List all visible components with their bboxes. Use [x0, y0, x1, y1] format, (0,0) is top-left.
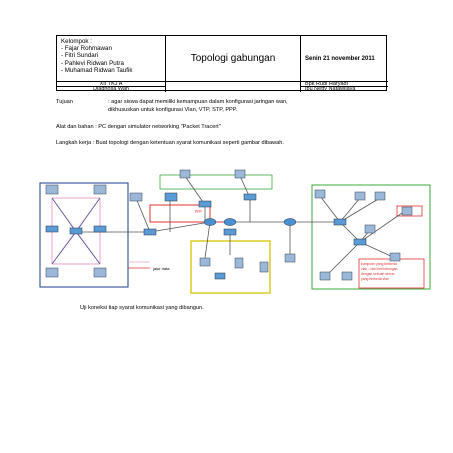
langkah-kerja: Langkah kerja : Buat topologi dengan ket…	[56, 140, 284, 146]
green-vlan-box	[159, 174, 273, 190]
diagnosis-cell: Diagnosa Wan	[57, 86, 166, 92]
alat-bahan: Alat dan bahan : PC dengan simulator net…	[56, 124, 221, 130]
note-line-2: vlan - vlan berhubungan	[361, 267, 397, 271]
class-cell: XII TKJ A	[57, 81, 166, 87]
backbone-links	[76, 175, 406, 278]
note-line-3: dengan sebuah server	[361, 272, 396, 276]
network-devices	[45, 169, 413, 281]
empty-cell	[166, 82, 301, 92]
legend-label: jalur data	[152, 266, 170, 271]
left-zone-box	[39, 182, 129, 288]
green-zone-box	[311, 184, 431, 290]
server-box	[396, 205, 423, 217]
member-1: - Fajar Rohmawan	[61, 45, 112, 53]
member-4: - Muhamad Ridwan Taufik	[61, 66, 133, 74]
document-title: Topologi gabungan	[166, 36, 301, 82]
group-title: Kelompok :	[61, 38, 92, 45]
ppp-label: ppp	[195, 208, 202, 213]
note-line-4: yang berbeda vlan	[361, 277, 389, 281]
date-cell: Senin 21 november 2011	[301, 36, 388, 82]
tujuan-line-1: : agar siswa dapat memiliki kemampuan da…	[108, 99, 288, 105]
header-table: Kelompok : - Fajar Rohmawan - Fitri Sund…	[56, 35, 388, 92]
tujuan-label: Tujuan	[56, 99, 73, 105]
yellow-zone-box	[190, 240, 271, 294]
group-cell: Kelompok : - Fajar Rohmawan - Fitri Sund…	[57, 36, 166, 82]
member-2: - Fitri Sundari	[61, 52, 99, 60]
tujuan-row: Tujuan : agar siswa dapat memiliki kemamp…	[56, 98, 288, 106]
member-3: - Pahlevi Ridwan Putra	[61, 59, 124, 67]
teacher-1: Bpk Rudi Haryadi	[301, 81, 388, 87]
tujuan-line-2: dikhususkan untuk konfigurasi Vlan, VTP,…	[108, 107, 238, 113]
footer-instruction: Uji koneksi tiap syarat komunikasi yang …	[80, 305, 204, 311]
note-line-1: komputer yang berbeda	[361, 262, 397, 266]
teacher-2: Ibu Netty Natawijaya	[305, 86, 356, 92]
